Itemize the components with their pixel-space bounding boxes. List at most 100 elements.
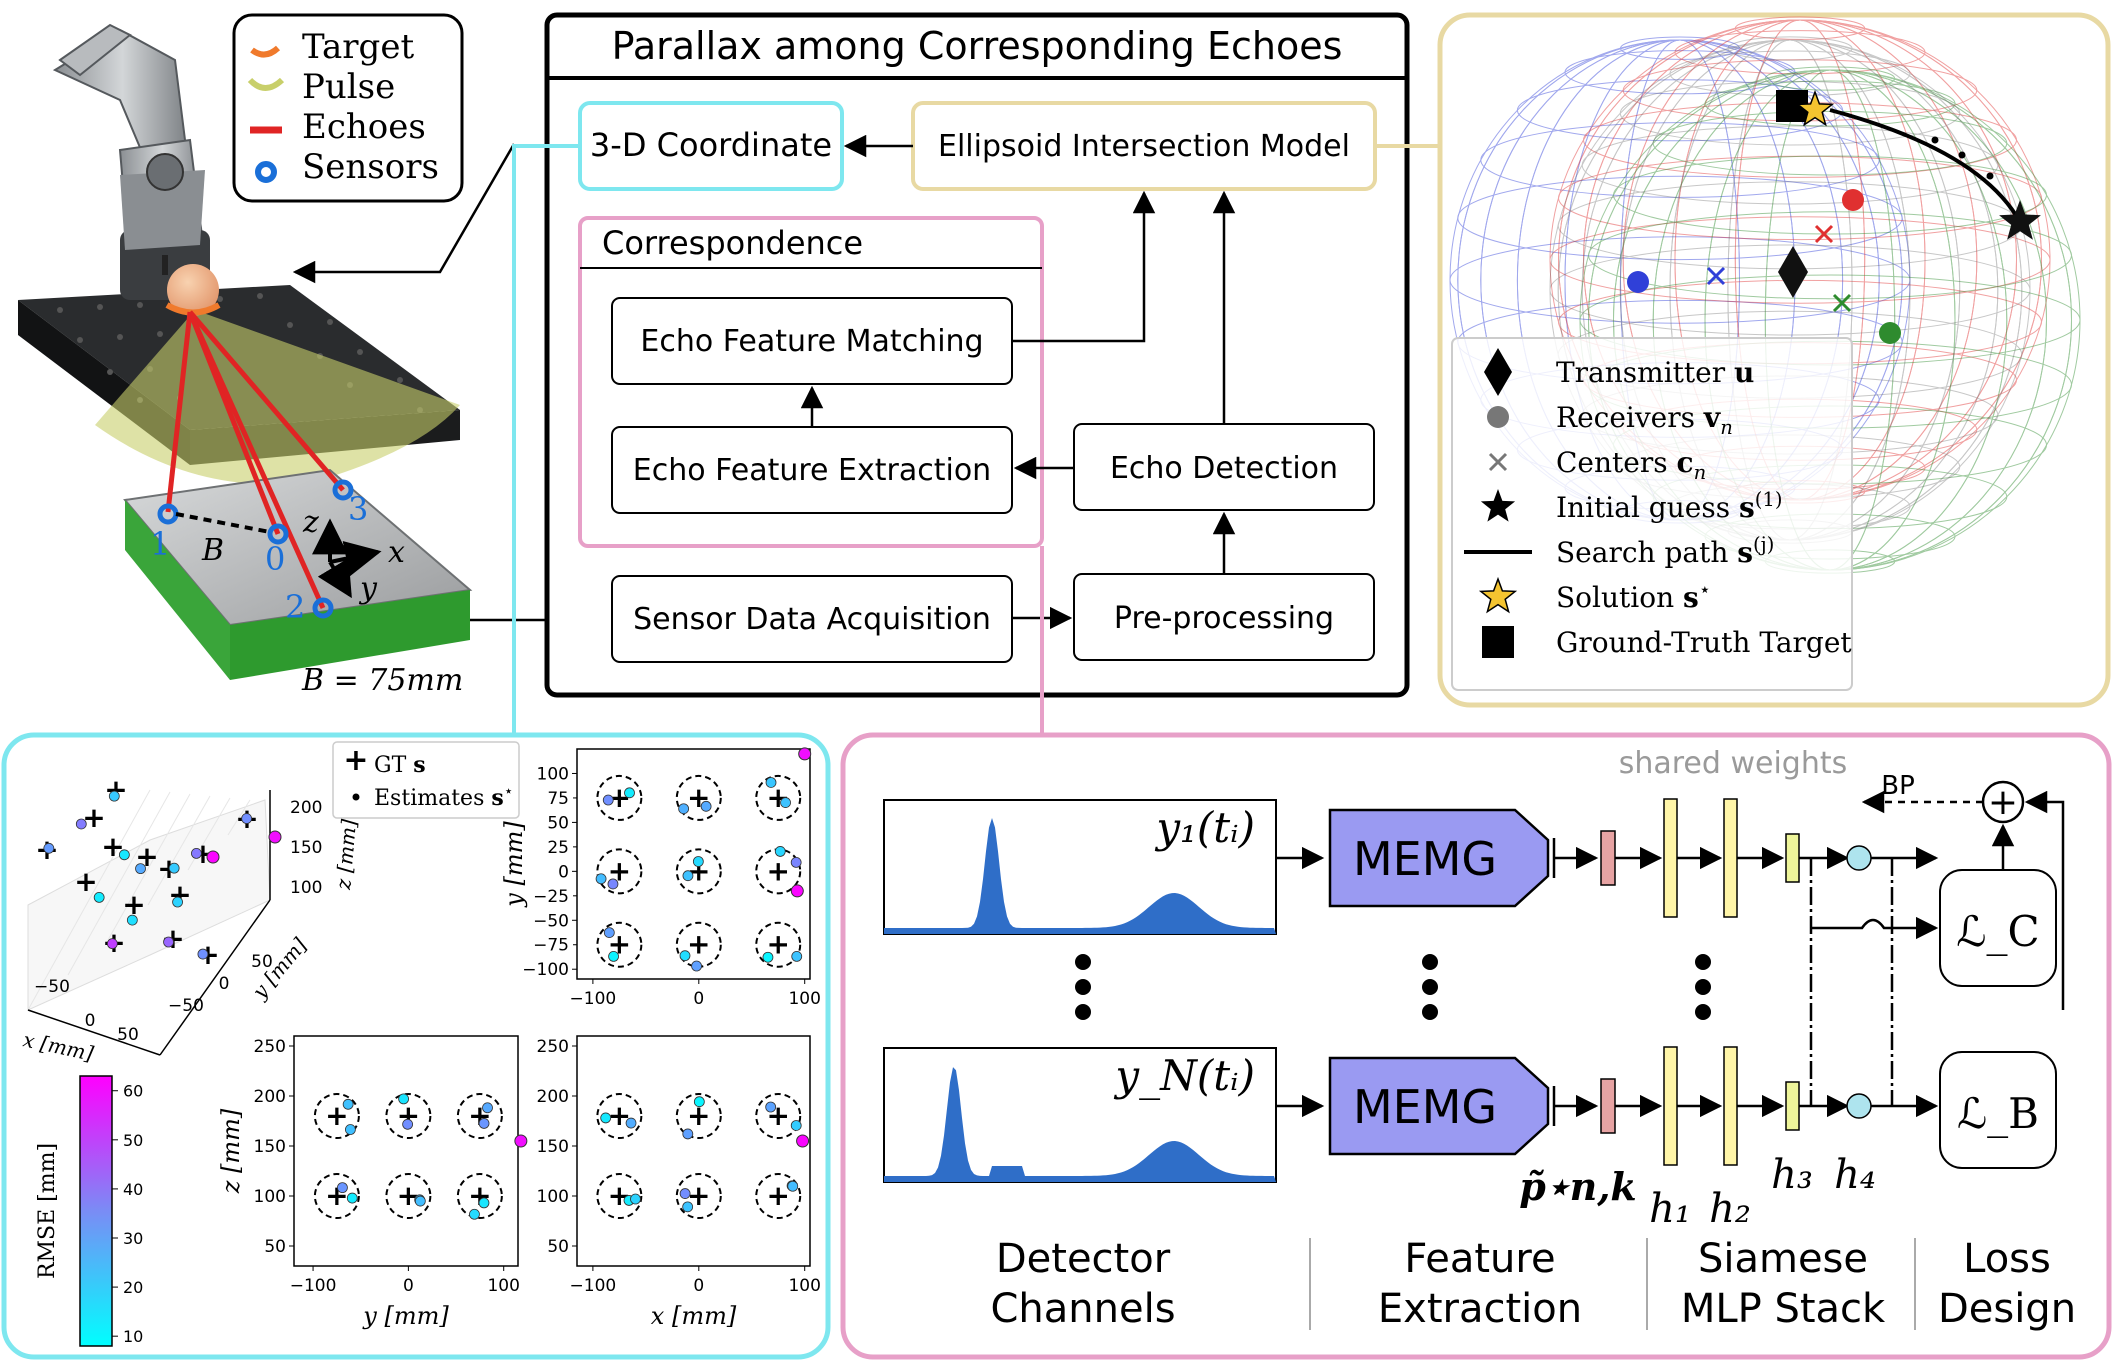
xz-view-estimate-4-1 (679, 1188, 691, 1199)
estimate-3d-1 (108, 790, 120, 802)
ellipsis-dot-2-2 (1695, 1004, 1711, 1020)
estimate-3d-5 (168, 862, 180, 874)
loss-c-box (1939, 869, 2057, 987)
top-view-ring-6 (596, 921, 643, 968)
top-view-estimate-6-0 (603, 927, 615, 939)
memg-label-1: MEMG (1353, 1080, 1497, 1134)
xz-view-xtick-label-0: −100 (570, 1276, 617, 1296)
legend-pulse: Pulse (302, 67, 395, 107)
yz-view-ytick-label-2: 150 (254, 1137, 286, 1157)
robot-legend-box (232, 13, 464, 203)
xz-view-estimate-1-1 (682, 1128, 694, 1140)
grid-line (67, 791, 171, 976)
xz-view-gt-5: + (766, 1179, 789, 1212)
top-view-estimate-5-0 (774, 846, 786, 857)
colorbar-tick-label-2: 40 (123, 1180, 143, 1199)
xz-view-ring-4 (675, 1173, 722, 1219)
results-legend-gt: GT s (374, 752, 426, 778)
top-view-outlier (798, 747, 812, 761)
matching-label: Echo Feature Matching (640, 324, 983, 359)
xz-view-ring-2 (755, 1093, 802, 1139)
layer-label-h2: h₂ (1709, 1186, 1751, 1232)
xz-view-estimate-3-1 (630, 1193, 641, 1205)
top-view-gt-4: + (687, 854, 710, 887)
plate-axes (312, 518, 382, 599)
coordinate-label: 3-D Coordinate (590, 126, 832, 164)
xz-view-ring-0 (596, 1093, 643, 1139)
yz-view-xtick-label-1: 0 (403, 1276, 414, 1296)
xz-view-estimate-0-0 (625, 1117, 637, 1129)
xz-view-xlabel: x [mm] (651, 1302, 737, 1330)
legend-square-icon (1482, 626, 1514, 658)
top-view-estimate-2-0 (780, 797, 791, 808)
results-legend-box (332, 741, 520, 819)
signal-label-1: y_N(tᵢ) (1113, 1051, 1255, 1100)
h2-block-0 (1723, 798, 1738, 918)
x-tick-3d-2: 50 (117, 1025, 139, 1045)
z-tick-3d-0: 200 (290, 798, 322, 818)
sum-plus-icon: + (1988, 782, 2018, 823)
top-view-ytick-label-1: 75 (547, 789, 569, 809)
parallel (1734, 16, 1866, 40)
pipeline-title: Parallax among Corresponding Echoes (612, 24, 1343, 68)
estimate-3d-8 (126, 914, 138, 926)
search-step-2 (1931, 136, 1939, 144)
ellipsis-dot-2-1 (1695, 979, 1711, 995)
ellipsis-dot-0-2 (1075, 1004, 1091, 1020)
top-view-estimate-1-1 (700, 800, 712, 812)
colorbar-tick-label-1: 50 (123, 1131, 143, 1150)
signal-box-0 (883, 799, 1277, 935)
lossb-to-sum (2024, 790, 2065, 1010)
colorbar-tick-label-4: 20 (123, 1278, 143, 1297)
baseline-value: B = 75mm (301, 663, 463, 698)
top-view-estimate-3-0 (607, 878, 619, 890)
yz-view-ytick-label-4: 50 (264, 1237, 286, 1257)
top-view-ytick-label-6: −50 (533, 911, 569, 931)
feature-block-1 (1600, 1078, 1616, 1134)
loss-b-box (1939, 1051, 2057, 1169)
top-view-ytick-label-7: −75 (533, 936, 569, 956)
target-ball (167, 264, 219, 316)
detection-label: Echo Detection (1110, 451, 1338, 486)
search-path (1829, 108, 2022, 223)
yz-view-estimate-3-1 (337, 1182, 348, 1194)
xz-view-gt-4: + (687, 1179, 710, 1212)
top-view-ytick-label-5: −25 (533, 887, 569, 907)
parallel (1516, 79, 1844, 142)
top-view-ytick-label-2: 50 (547, 813, 569, 833)
y-tick-3d-1: 0 (219, 974, 230, 994)
xz-view-estimate-1-0 (693, 1096, 705, 1108)
ellipsoid-legend-label-1: Receivers vn (1556, 401, 1733, 439)
gt-marker-3d-2: + (101, 830, 124, 863)
results-legend-estimate: Estimates s⋆ (374, 782, 513, 811)
top-view-ring-8 (755, 921, 802, 968)
receiver-red (1842, 189, 1864, 211)
x-axis (27, 1009, 161, 1056)
yz-view-xtick-label-2: 100 (487, 1276, 519, 1296)
estimate-3d-11 (106, 938, 118, 950)
xz-view-ring-1 (675, 1093, 722, 1139)
ellipsoid-legend-label-0: Transmitter u (1556, 356, 1754, 389)
top-view-estimate-7-0 (679, 950, 691, 962)
receiver-blue (1627, 271, 1649, 293)
h3-block-1 (1785, 1081, 1800, 1131)
extraction-label: Echo Feature Extraction (633, 453, 991, 488)
memg-block-0 (1328, 808, 1550, 908)
grid-line (147, 795, 211, 906)
parallel (1588, 211, 2072, 300)
top-view-ring-1 (675, 774, 722, 821)
yz-view-ytick-label-0: 250 (254, 1037, 286, 1057)
grid-line (107, 793, 191, 941)
feature-label: p̃⋆n,k (1519, 1164, 1637, 1209)
estimate-3d-13 (163, 936, 174, 948)
colorbar (79, 1075, 113, 1347)
top-view-ytick-label-4: 0 (558, 862, 569, 882)
top-view-ytick-label-8: −100 (522, 960, 569, 980)
yz-view-ring-1 (385, 1093, 432, 1139)
legend-gold-star-icon (1478, 576, 1518, 614)
